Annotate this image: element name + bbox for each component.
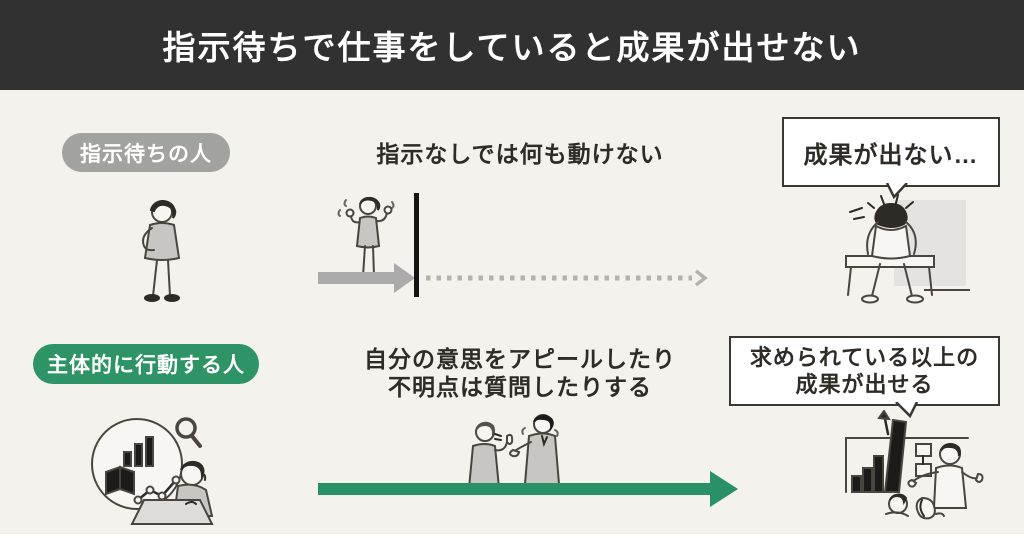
speech-tail-icon: [895, 402, 919, 418]
stop-line: [414, 193, 419, 297]
big-result-illustration: [798, 410, 993, 536]
presentation-chart-icon: [845, 410, 984, 520]
header-bar: 指示待ちで仕事をしていると成果が出せない: [0, 0, 1024, 90]
waiting-person-illustration: [112, 190, 207, 305]
person-despair-icon: [845, 194, 970, 304]
badge-proactive-person: 主体的に行動する人: [33, 344, 259, 384]
row2-speech-bubble: 求められている以上の 成果が出せる: [729, 336, 1000, 418]
badge-waiting-person: 指示待ちの人: [62, 133, 230, 172]
badge-waiting-person-label: 指示待ちの人: [80, 142, 212, 166]
row2-caption-line2: 不明点は質問したりする: [388, 374, 652, 400]
row1-bubble-text: 成果が出ない…: [803, 141, 979, 169]
no-result-person-illustration: [824, 192, 974, 310]
row1-caption-text: 指示なしでは何も動けない: [376, 141, 664, 167]
person-standing-icon: [142, 199, 181, 302]
bottom-strip: [0, 534, 1024, 538]
row1-caption: 指示なしでは何も動けない: [330, 140, 710, 168]
speech-tail-icon: [885, 183, 908, 199]
row2-caption-line1: 自分の意思をアピールしたり: [364, 346, 676, 372]
row2-caption: 自分の意思をアピールしたり 不明点は質問したりする: [325, 345, 715, 401]
green-arrow-icon: [318, 471, 738, 507]
dotted-arrow-icon: [426, 269, 708, 287]
green-arrow: [318, 468, 743, 510]
gray-arrow: [318, 261, 418, 295]
row2-bubble-line1: 求められている以上の: [749, 345, 980, 370]
badge-proactive-person-label: 主体的に行動する人: [47, 354, 245, 377]
person-research-icon: [91, 417, 214, 525]
gray-arrow-icon: [318, 263, 415, 293]
row1-speech-bubble: 成果が出ない…: [782, 117, 1000, 199]
proactive-person-illustration: [82, 412, 227, 534]
page-title: 指示待ちで仕事をしていると成果が出せない: [162, 29, 862, 66]
row2-bubble-line2: 成果が出せる: [795, 372, 934, 397]
dotted-arrow: [424, 268, 714, 288]
